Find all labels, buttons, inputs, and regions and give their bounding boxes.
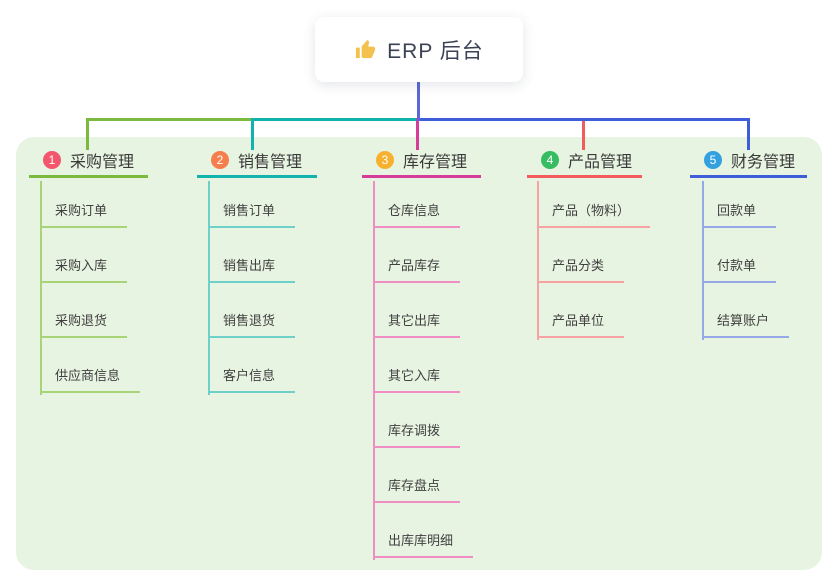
child-node[interactable]: 销售退货 <box>208 307 296 338</box>
child-node[interactable]: 其它出库 <box>373 307 461 338</box>
topic-label: 产品管理 <box>568 154 633 171</box>
topic-node-product[interactable]: 4 产品管理 <box>527 145 642 178</box>
branch-child-line <box>537 181 539 340</box>
connector-branch1-drop <box>86 118 89 150</box>
topic-label: 采购管理 <box>70 154 135 171</box>
child-node[interactable]: 产品分类 <box>537 252 625 283</box>
child-node[interactable]: 库存调拨 <box>373 417 461 448</box>
root-node[interactable]: ERP 后台 <box>315 17 523 82</box>
branch-number-badge: 4 <box>541 151 559 169</box>
child-node[interactable]: 仓库信息 <box>373 197 461 228</box>
connector-branch2 <box>251 118 419 121</box>
topic-label: 财务管理 <box>731 154 796 171</box>
child-node[interactable]: 产品库存 <box>373 252 461 283</box>
child-node[interactable]: 出库库明细 <box>373 527 474 558</box>
child-node[interactable]: 产品单位 <box>537 307 625 338</box>
child-node[interactable]: 销售订单 <box>208 197 296 228</box>
topic-node-purchase[interactable]: 1 采购管理 <box>29 145 148 178</box>
child-node[interactable]: 回款单 <box>702 197 777 228</box>
branch-number-badge: 3 <box>376 151 394 169</box>
child-node[interactable]: 采购退货 <box>40 307 128 338</box>
branch-number-badge: 2 <box>211 151 229 169</box>
branch-child-line <box>208 181 210 395</box>
branch-child-line <box>373 181 375 560</box>
connector-branch2-drop <box>251 118 254 150</box>
connector-branch4-drop <box>582 118 585 150</box>
child-node[interactable]: 客户信息 <box>208 362 296 393</box>
child-node[interactable]: 采购入库 <box>40 252 128 283</box>
topic-label: 库存管理 <box>403 154 468 171</box>
thumbs-up-icon <box>354 38 377 61</box>
topic-label: 销售管理 <box>238 154 303 171</box>
connector-root-tail <box>417 82 420 121</box>
topic-node-inventory[interactable]: 3 库存管理 <box>362 145 481 178</box>
connector-branch3-drop <box>416 118 419 150</box>
child-node[interactable]: 供应商信息 <box>40 362 141 393</box>
connector-branch5 <box>419 118 750 121</box>
child-node[interactable]: 采购订单 <box>40 197 128 228</box>
mindmap-panel <box>16 137 822 570</box>
branch-child-line <box>702 181 704 340</box>
child-node[interactable]: 其它入库 <box>373 362 461 393</box>
branch-number-badge: 1 <box>43 151 61 169</box>
child-node[interactable]: 结算账户 <box>702 307 790 338</box>
topic-node-finance[interactable]: 5 财务管理 <box>690 145 807 178</box>
topic-node-sales[interactable]: 2 销售管理 <box>197 145 317 178</box>
child-node[interactable]: 销售出库 <box>208 252 296 283</box>
branch-number-badge: 5 <box>704 151 722 169</box>
child-node[interactable]: 库存盘点 <box>373 472 461 503</box>
branch-child-line <box>40 181 42 395</box>
connector-branch5-drop <box>747 118 750 150</box>
child-node[interactable]: 产品（物料） <box>537 197 651 228</box>
root-label: ERP 后台 <box>387 39 484 63</box>
child-node[interactable]: 付款单 <box>702 252 777 283</box>
